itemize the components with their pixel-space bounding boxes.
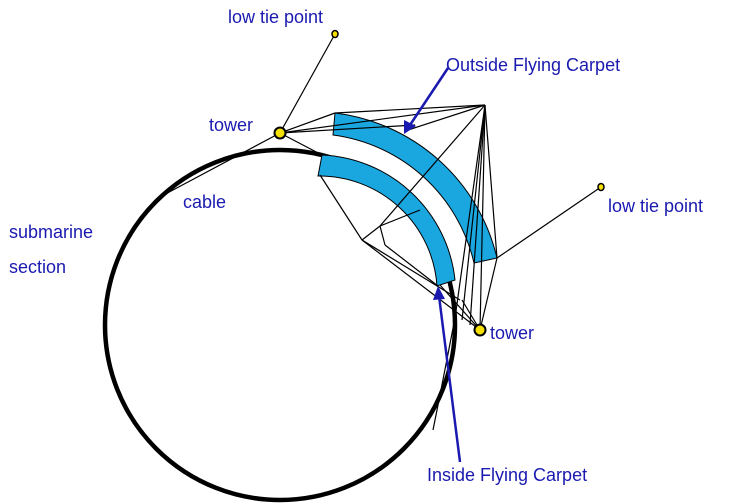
tower-left-label: tower	[209, 115, 254, 135]
outside-flying-carpet-label: Outside Flying Carpet	[446, 55, 621, 75]
low-tie-point-right-marker	[597, 182, 605, 192]
outside-carpet-arrow-line	[408, 67, 450, 126]
outside-flying-carpet	[332, 112, 498, 264]
low-tie-point-top-label: low tie point	[228, 7, 324, 27]
low-tie-point-right-label: low tie point	[608, 196, 704, 216]
tower-right-marker	[473, 323, 487, 337]
submarine-label-line1: submarine	[9, 222, 94, 242]
inside-carpet-arrowhead	[433, 286, 445, 300]
outside-carpet-arrowhead	[404, 120, 416, 134]
cable-label: cable	[183, 192, 227, 212]
submarine-section-circle	[102, 147, 458, 503]
submarine-label-line2: section	[9, 257, 67, 277]
callout-arrows	[404, 67, 462, 463]
tower-right-label: tower	[490, 323, 535, 343]
inside-flying-carpet-label: Inside Flying Carpet	[427, 465, 588, 485]
inside-carpet-arrow-line	[437, 295, 462, 463]
tower-left-marker	[273, 126, 287, 140]
rigging-lines	[157, 33, 602, 431]
low-tie-point-top-marker	[331, 29, 339, 39]
inside-flying-carpet	[317, 154, 456, 287]
